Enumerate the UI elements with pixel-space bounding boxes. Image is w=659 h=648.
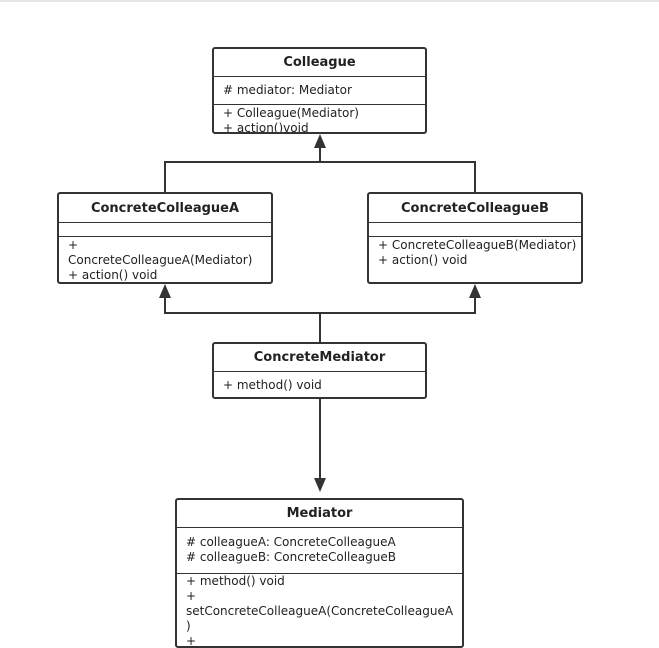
method: + Colleague(Mediator) <box>223 106 359 120</box>
class-name: ConcreteMediator <box>214 344 425 372</box>
attributes-section <box>59 223 271 237</box>
class-box-mediator[interactable]: Mediator # colleagueA: ConcreteColleague… <box>175 498 464 648</box>
class-name: ConcreteColleagueA <box>59 194 271 223</box>
method: + <box>68 238 79 252</box>
attribute: # mediator: Mediator <box>223 83 352 97</box>
class-box-concrete-colleague-a[interactable]: ConcreteColleagueA + ConcreteColleagueA(… <box>57 192 273 284</box>
class-name: Colleague <box>214 49 425 77</box>
method: + action()void <box>223 121 309 134</box>
association-line-mediator-colleagues <box>164 298 476 343</box>
class-box-concrete-mediator[interactable]: ConcreteMediator + method() void <box>212 342 427 399</box>
methods-section: + method() void <box>214 372 425 393</box>
class-box-concrete-colleague-b[interactable]: ConcreteColleagueB + ConcreteColleagueB(… <box>367 192 583 284</box>
method: + <box>186 589 197 603</box>
attributes-section: # colleagueA: ConcreteColleagueA # colle… <box>177 528 462 574</box>
attributes-section <box>369 223 581 237</box>
method: + method() void <box>186 574 285 588</box>
method: + method() void <box>223 378 322 392</box>
inheritance-line-colleagues <box>164 148 476 193</box>
arrowhead-mediator <box>314 478 326 492</box>
methods-section: + ConcreteColleagueA(Mediator) + action(… <box>59 237 271 282</box>
method: + action() void <box>378 253 468 267</box>
attribute: # colleagueA: ConcreteColleagueA <box>186 535 396 549</box>
methods-section: + method() void + setConcreteColleagueA(… <box>177 574 462 648</box>
arrowhead-concrete-colleague-b <box>469 284 481 298</box>
method: setConcreteColleagueA(ConcreteColleagueA <box>186 604 454 618</box>
methods-section: + ConcreteColleagueB(Mediator) + action(… <box>369 237 581 268</box>
method: ConcreteColleagueA(Mediator) <box>68 253 253 267</box>
method: + <box>186 634 197 648</box>
attributes-section: # mediator: Mediator <box>214 77 425 105</box>
method: ) <box>186 619 191 633</box>
arrowhead-concrete-colleague-a <box>159 284 171 298</box>
class-name: ConcreteColleagueB <box>369 194 581 223</box>
method: + action() void <box>68 268 158 282</box>
class-box-colleague[interactable]: Colleague # mediator: Mediator + Colleag… <box>212 47 427 134</box>
top-divider <box>0 0 659 2</box>
method: + ConcreteColleagueB(Mediator) <box>378 238 577 252</box>
attribute: # colleagueB: ConcreteColleagueB <box>186 550 396 564</box>
methods-section: + Colleague(Mediator) + action()void <box>214 105 425 134</box>
class-name: Mediator <box>177 500 462 528</box>
inheritance-arrowhead-colleague <box>314 134 326 148</box>
